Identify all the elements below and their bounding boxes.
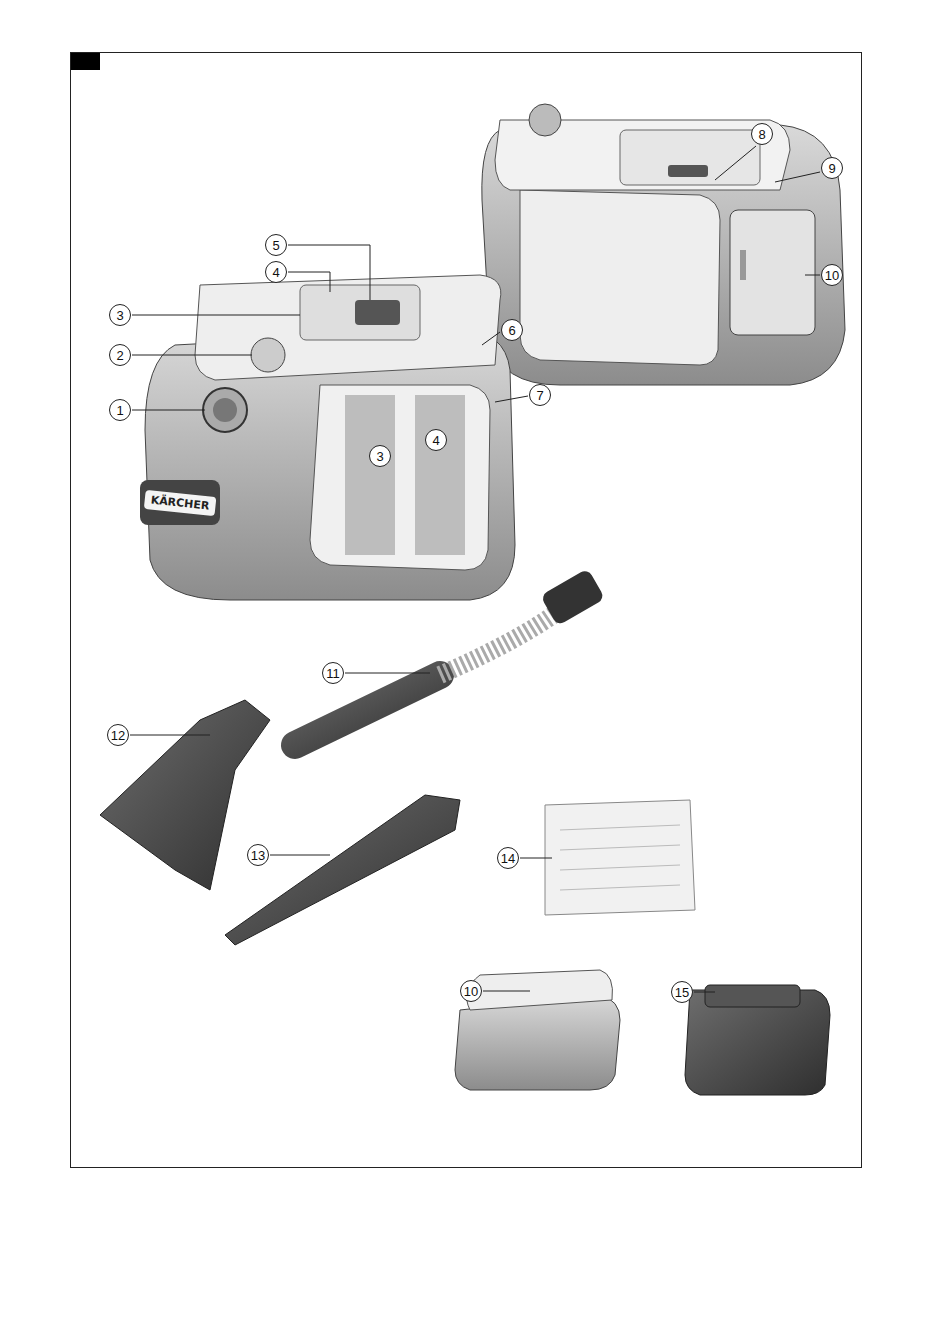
callout-number: 8 bbox=[751, 123, 773, 145]
callout-number: 5 bbox=[265, 234, 287, 256]
callout-number: 10 bbox=[460, 980, 482, 1002]
callout-number: 1 bbox=[109, 399, 131, 421]
callout-number: 15 bbox=[671, 981, 693, 1003]
callout-number: 4 bbox=[425, 429, 447, 451]
callout-number: 11 bbox=[322, 662, 344, 684]
callout-number: 6 bbox=[501, 319, 523, 341]
callout-number: 12 bbox=[107, 724, 129, 746]
callout-number: 4 bbox=[265, 261, 287, 283]
leader-lines bbox=[130, 146, 820, 992]
callout-number: 13 bbox=[247, 844, 269, 866]
callout-number: 9 bbox=[821, 157, 843, 179]
callout-number: 3 bbox=[369, 445, 391, 467]
callout-number: 2 bbox=[109, 344, 131, 366]
callout-number: 3 bbox=[109, 304, 131, 326]
callout-number: 7 bbox=[529, 384, 551, 406]
callout-number: 10 bbox=[821, 264, 843, 286]
callout-number: 14 bbox=[497, 847, 519, 869]
